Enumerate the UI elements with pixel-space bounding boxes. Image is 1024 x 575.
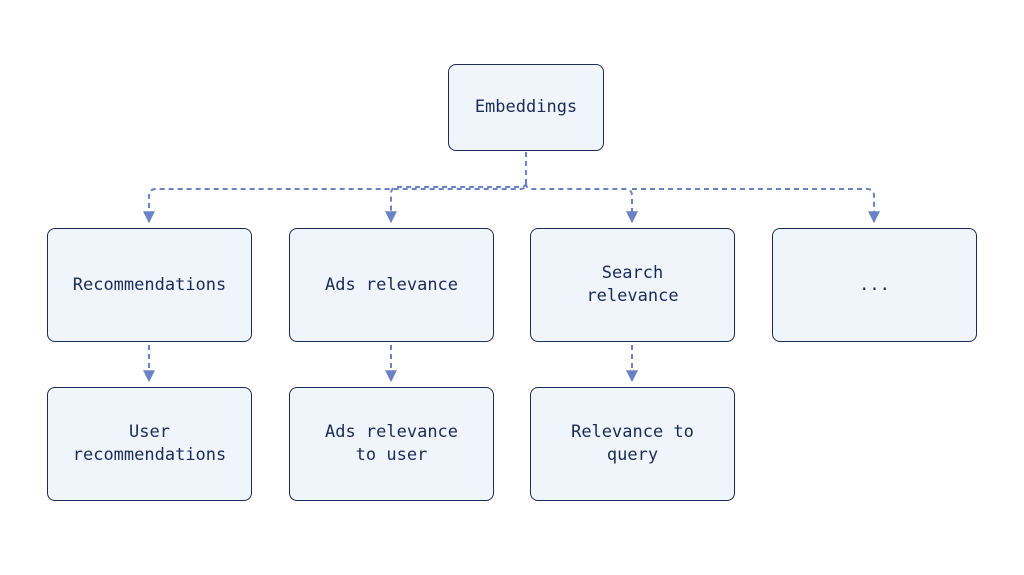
node-more-applications: ... (772, 228, 977, 342)
connector-root-to-search-relevance (525, 182, 638, 224)
node-search-relevance: Search relevance (530, 228, 735, 342)
node-user-recommendations: User recommendations (47, 387, 252, 501)
connector-root-to-more (632, 188, 880, 224)
node-ads-relevance: Ads relevance (289, 228, 494, 342)
node-ads-relevance-to-user: Ads relevance to user (289, 387, 494, 501)
node-recommendations: Recommendations (47, 228, 252, 342)
node-relevance-to-query: Relevance to query (530, 387, 735, 501)
node-embeddings: Embeddings (448, 64, 604, 151)
